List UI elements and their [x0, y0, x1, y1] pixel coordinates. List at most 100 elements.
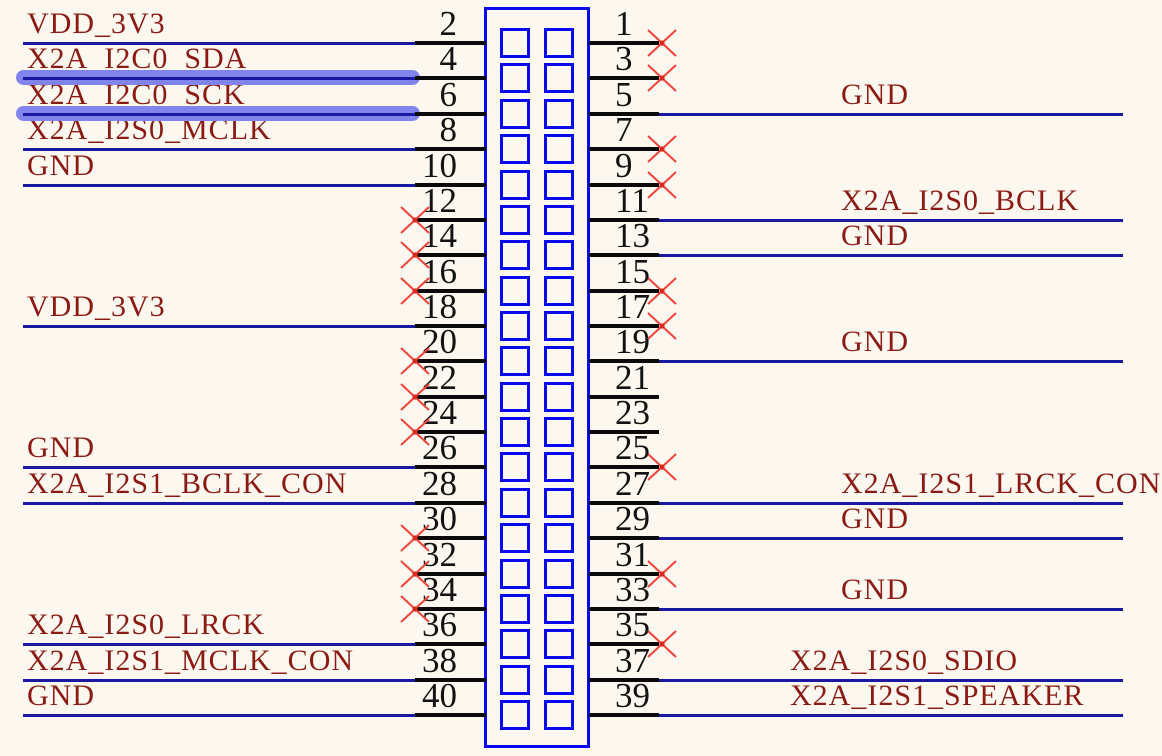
- no-connect-icon-pin15: [646, 276, 678, 306]
- pin-number-pin26: 26: [422, 428, 457, 468]
- pin-number-pin8: 8: [439, 110, 458, 150]
- pin-stub-pin2: [415, 41, 486, 45]
- pin-stub-pin19: [589, 359, 659, 364]
- net-label-pin36: X2A_I2S0_LRCK: [27, 608, 266, 642]
- net-label-pin18: VDD_3V3: [27, 290, 166, 323]
- pin-stub-pin15: [589, 288, 659, 293]
- connector-pad-row5-col1: [500, 169, 530, 200]
- pin-stub-pin6: [415, 111, 486, 116]
- pin-stub-pin3: [589, 76, 659, 81]
- pin-stub-pin20: [415, 359, 486, 364]
- connector-pad-row10-col1: [500, 346, 530, 377]
- pin-stub-pin1: [589, 41, 659, 45]
- connector-pad-row14-col2: [544, 487, 574, 518]
- connector-pad-row3-col2: [544, 98, 574, 129]
- connector-pad-row8-col1: [500, 275, 530, 306]
- pin-number-pin27: 27: [615, 463, 650, 503]
- net-label-pin5: GND: [841, 77, 909, 111]
- connector-pad-row7-col2: [544, 240, 574, 271]
- no-connect-icon-pin30: [399, 523, 431, 553]
- net-label-pin38: X2A_I2S1_MCLK_CON: [27, 643, 355, 677]
- pin-number-pin19: 19: [615, 322, 650, 362]
- pin-number-pin13: 13: [615, 216, 650, 256]
- no-connect-icon-pin34: [399, 594, 431, 624]
- pin-number-pin10: 10: [422, 145, 457, 185]
- pin-stub-pin10: [415, 182, 486, 187]
- net-wire-pin36: [23, 643, 415, 647]
- connector-pad-row6-col2: [544, 204, 574, 235]
- pin-number-pin33: 33: [615, 569, 650, 609]
- pin-stub-pin16: [415, 288, 486, 293]
- net-label-pin13: GND: [841, 219, 909, 253]
- no-connect-icon-pin7: [646, 134, 678, 164]
- no-connect-icon-pin14: [399, 240, 431, 270]
- pin-stub-pin32: [415, 571, 486, 576]
- no-connect-icon-pin35: [646, 629, 678, 659]
- pin-stub-pin38: [415, 677, 486, 682]
- pin-number-pin40: 40: [422, 676, 457, 715]
- pin-stub-pin36: [415, 642, 486, 647]
- pin-number-pin7: 7: [615, 110, 633, 150]
- pin-number-pin4: 4: [439, 39, 458, 79]
- net-label-pin40: GND: [27, 679, 95, 712]
- no-connect-icon-pin9: [646, 170, 678, 200]
- connector-pad-row17-col2: [544, 593, 574, 624]
- pin-stub-pin33: [589, 606, 659, 611]
- net-wire-pin39: [659, 714, 1123, 717]
- connector-pad-row13-col1: [500, 452, 530, 483]
- pin-stub-pin18: [415, 324, 486, 328]
- net-wire-pin27: [659, 501, 1123, 505]
- no-connect-icon-pin22: [399, 382, 431, 412]
- net-wire-pin28: [23, 501, 415, 505]
- connector-pad-row4-col1: [500, 134, 530, 165]
- net-wire-pin19: [659, 360, 1123, 364]
- connector-pad-row18-col1: [500, 629, 530, 660]
- pin-number-pin28: 28: [422, 463, 457, 503]
- pin-number-pin23: 23: [615, 393, 650, 433]
- connector-pad-row1-col2: [544, 28, 574, 58]
- connector-pad-row3-col1: [500, 98, 530, 129]
- net-label-pin4: X2A_I2C0_SDA: [27, 42, 248, 76]
- connector-pad-row11-col2: [544, 381, 574, 412]
- connector-pad-row19-col1: [500, 664, 530, 695]
- connector-pad-row20-col1: [500, 700, 530, 730]
- pin-number-pin17: 17: [615, 287, 650, 326]
- pin-number-pin11: 11: [615, 180, 649, 220]
- pin-stub-pin21: [589, 394, 659, 399]
- no-connect-icon-pin25: [646, 452, 678, 482]
- pin-number-pin6: 6: [439, 74, 458, 114]
- no-connect-icon-pin31: [646, 559, 678, 589]
- pin-number-pin37: 37: [615, 640, 650, 680]
- pin-stub-pin11: [589, 217, 659, 222]
- connector-pad-row14-col1: [500, 487, 530, 518]
- pin-number-pin12: 12: [422, 180, 457, 220]
- no-connect-icon-pin1: [646, 28, 678, 58]
- pin-number-pin9: 9: [615, 145, 633, 185]
- pin-stub-pin13: [589, 253, 659, 258]
- pin-number-pin1: 1: [615, 4, 633, 43]
- pin-stub-pin34: [415, 606, 486, 611]
- connector-pad-row10-col2: [544, 346, 574, 377]
- net-wire-pin29: [659, 537, 1123, 541]
- net-label-pin19: GND: [841, 325, 909, 359]
- connector-pad-row12-col1: [500, 417, 530, 448]
- connector-pad-row6-col1: [500, 204, 530, 235]
- connector-pad-row9-col2: [544, 311, 574, 341]
- connector-pad-row9-col1: [500, 311, 530, 341]
- connector-pad-row19-col2: [544, 664, 574, 695]
- pin-stub-pin29: [589, 536, 659, 541]
- no-connect-icon-pin3: [646, 63, 678, 93]
- net-wire-pin33: [659, 607, 1123, 611]
- pin-stub-pin40: [415, 713, 486, 717]
- connector-pad-row2-col1: [500, 63, 530, 94]
- pin-number-pin35: 35: [615, 605, 650, 645]
- pin-number-pin32: 32: [422, 534, 457, 574]
- connector-pad-row5-col2: [544, 169, 574, 200]
- pin-number-pin14: 14: [422, 216, 457, 256]
- pin-stub-pin24: [415, 430, 486, 435]
- pin-stub-pin35: [589, 642, 659, 647]
- connector-pad-row12-col2: [544, 417, 574, 448]
- pin-number-pin21: 21: [615, 357, 650, 397]
- net-wire-pin40: [23, 714, 415, 717]
